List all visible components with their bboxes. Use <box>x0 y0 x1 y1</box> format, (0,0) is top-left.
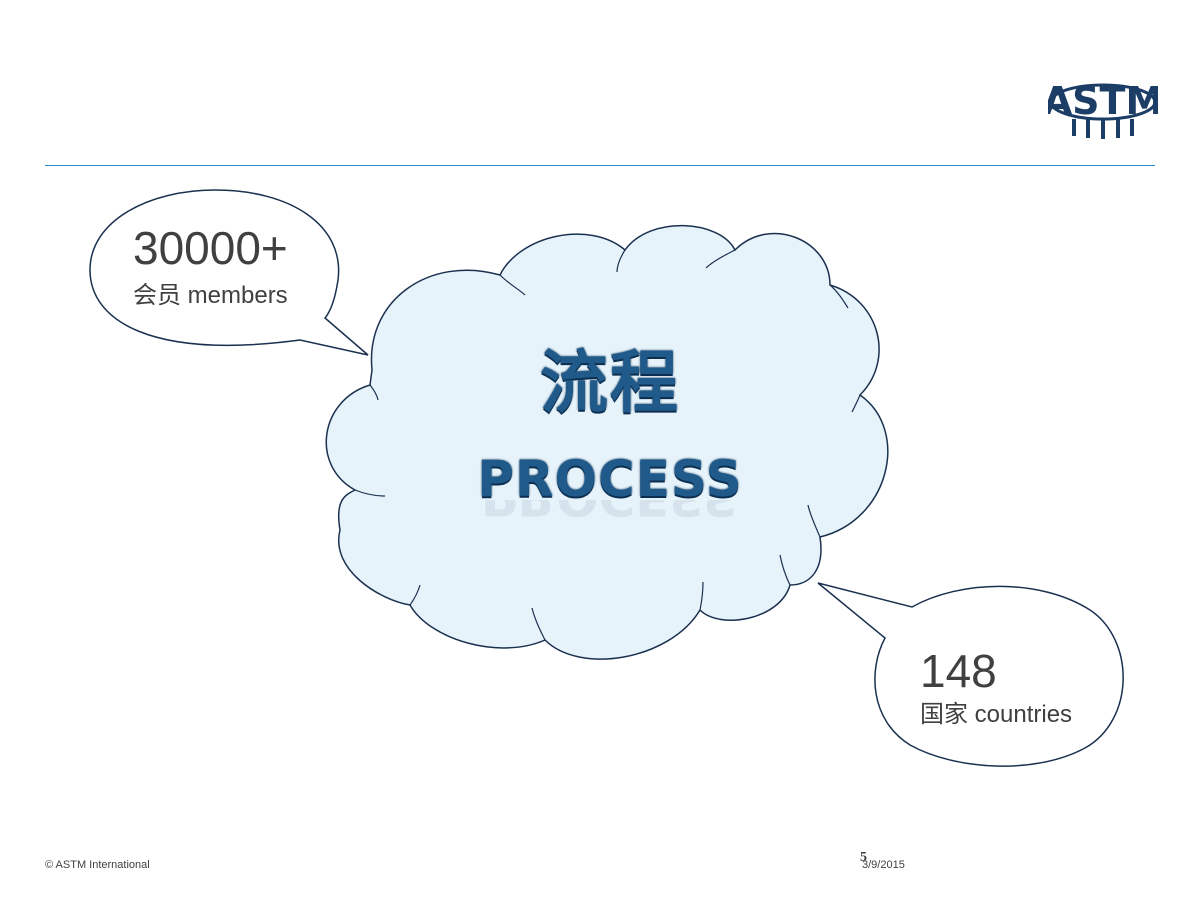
header-divider <box>45 165 1155 166</box>
footer-date: 3/9/2015 <box>862 859 905 871</box>
countries-speech-bubble <box>817 582 1124 767</box>
cloud-title: 流程 <box>539 344 680 423</box>
page-number: 5 <box>860 850 867 865</box>
cloud-subtitle-reflection: PROCESS <box>420 500 800 526</box>
countries-count: 148 <box>920 645 997 697</box>
process-cloud <box>325 224 889 660</box>
svg-text:ASTM: ASTM <box>1048 79 1158 123</box>
members-speech-bubble <box>89 189 369 356</box>
countries-label: 国家 countries <box>920 701 1073 728</box>
astm-logo: ASTM <box>1043 62 1163 142</box>
members-count: 30000+ <box>133 222 288 274</box>
cloud-subtitle: PROCESS <box>477 450 743 508</box>
footer-copyright: © ASTM International <box>45 859 150 871</box>
members-label: 会员 members <box>133 282 288 309</box>
